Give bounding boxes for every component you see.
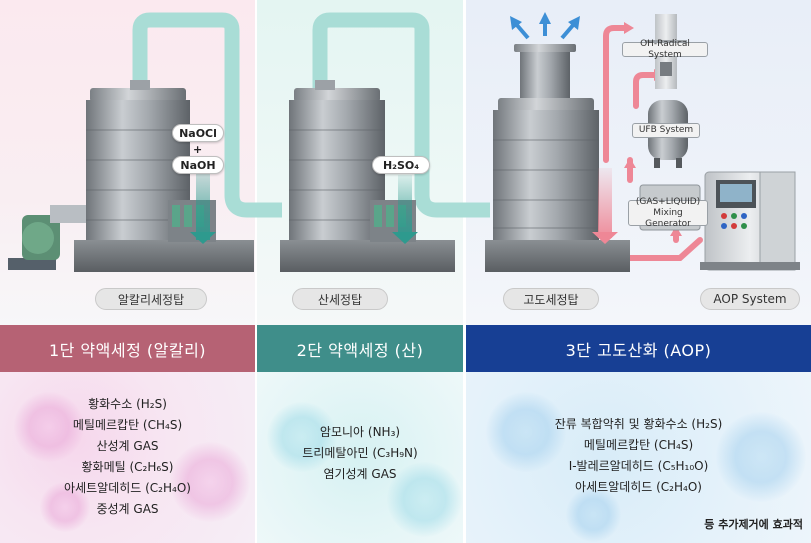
exhaust-arrows-icon [510, 12, 580, 40]
oh-radical-label: OH-Radical System [622, 39, 708, 60]
removal-item: I-발레르알데히드 (C₅H₁₀O) [568, 459, 709, 473]
removal-item: 황화메틸 (C₂H₆S) [81, 460, 174, 474]
molecule-bubble [486, 392, 566, 472]
molecule-bubble [170, 442, 250, 522]
removal-item: 메틸메르캅탄 (CH₄S) [583, 438, 694, 452]
aop-system-name: AOP System [700, 288, 800, 310]
chemical-tag: NaOH [172, 156, 224, 174]
tower-name: 고도세정탑 [503, 288, 599, 310]
molecule-bubble [716, 412, 806, 502]
downflow-arrow-icon [598, 168, 612, 238]
removal-item: 트리메탈아민 (C₃H₉N) [302, 446, 418, 460]
downflow-arrow-icon [392, 232, 418, 244]
stage-title: 3단 고도산화 (AOP) [466, 325, 811, 372]
removal-list: 황화수소 (H₂S) 메틸메르캅탄 (CH₄S) 산성계 GAS 황화메틸 (C… [0, 394, 255, 520]
pipe-arrow-icon [624, 158, 636, 168]
stage-title: 1단 약액세정 (알칼리) [0, 325, 255, 372]
molecule-bubble [387, 462, 462, 537]
pipe-arrow-icon [670, 226, 682, 236]
mixing-generator-top: (GAS+LIQUID) [635, 196, 701, 207]
ufb-label: UFB System [632, 123, 700, 138]
gas-duct [132, 12, 490, 218]
chemical-plus: + [193, 143, 203, 156]
downflow-arrow-icon [190, 232, 216, 244]
removal-list: 암모니아 (NH₃) 트리메탈아민 (C₃H₉N) 염기성계 GAS [257, 422, 463, 485]
removal-item: 아세트알데히드 (C₂H₄O) [64, 481, 191, 495]
downflow-arrow-icon [398, 175, 412, 237]
removal-item: 아세트알데히드 (C₂H₄O) [575, 480, 702, 494]
aop-cabinet [700, 171, 800, 271]
removal-list: 잔류 복합악취 및 황화수소 (H₂S) 메틸메르캅탄 (CH₄S) I-발레르… [466, 414, 811, 498]
removal-item: 산성계 GAS [96, 439, 159, 453]
molecule-bubble [566, 487, 621, 542]
equipment-illustration [8, 12, 800, 272]
blower-fan-icon [8, 200, 94, 270]
molecule-bubble [40, 482, 90, 532]
chemical-tag: NaOCl [172, 124, 224, 142]
stage-detail-panel [0, 372, 255, 543]
tower-name: 알칼리세정탑 [95, 288, 207, 310]
mixing-generator-label: (GAS+LIQUID) Mixing Generator [628, 196, 708, 229]
tower-name: 산세정탑 [292, 288, 388, 310]
removal-item: 메틸메르캅탄 (CH₄S) [72, 418, 183, 432]
removal-item: 잔류 복합악취 및 황화수소 (H₂S) [554, 417, 723, 431]
stage-title: 2단 약액세정 (산) [257, 325, 463, 372]
advanced-tower [485, 44, 630, 272]
molecule-bubble [14, 392, 84, 462]
removal-item: 황화수소 (H₂S) [88, 397, 167, 411]
downflow-arrow-icon [196, 160, 210, 240]
removal-item: 암모니아 (NH₃) [319, 425, 401, 439]
mixing-generator-bottom: Mixing Generator [645, 207, 691, 229]
removal-item: 염기성계 GAS [323, 467, 397, 481]
stage-detail-panel [466, 372, 811, 543]
molecule-bubble [267, 402, 337, 472]
stage-detail-panel [257, 372, 463, 543]
alkali-tower [74, 80, 254, 272]
chemical-tag: H₂SO₄ [372, 156, 430, 174]
effectiveness-note: 등 추가제거에 효과적 [704, 518, 803, 531]
removal-item: 중성계 GAS [96, 502, 159, 516]
acid-tower [280, 80, 455, 272]
pipe-arrow-icon [624, 22, 634, 34]
downflow-arrow-icon [592, 232, 618, 244]
